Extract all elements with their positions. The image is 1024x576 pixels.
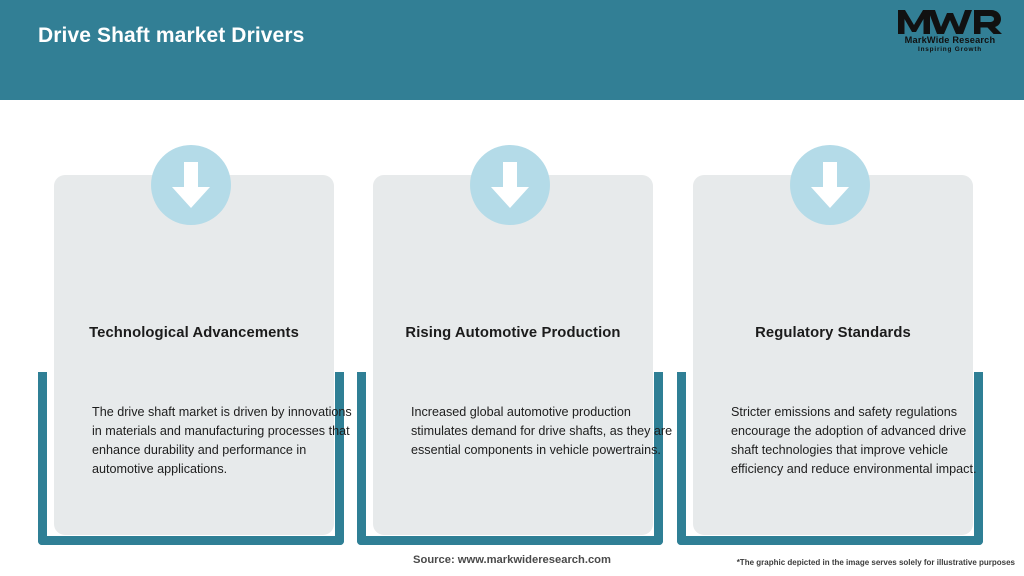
card-accent-bracket-3 <box>677 372 983 545</box>
card-panel-1: Technological Advancements The drive sha… <box>54 175 352 535</box>
driver-card-1: Technological Advancements The drive sha… <box>26 100 356 545</box>
down-arrow-glyph <box>172 162 210 208</box>
drivers-card-group: Technological Advancements The drive sha… <box>0 100 1024 545</box>
card-title-2: Rising Automotive Production <box>405 325 621 341</box>
card-panel-3: Regulatory Standards Stricter emissions … <box>693 175 976 535</box>
driver-card-3: Regulatory Standards Stricter emissions … <box>665 100 995 545</box>
source-attribution: Source: www.markwideresearch.com <box>413 554 611 566</box>
card-body-3: Stricter emissions and safety regulation… <box>731 405 977 477</box>
card-accent-bracket-2 <box>357 372 663 545</box>
card-panel-2: Rising Automotive Production Increased g… <box>373 175 672 535</box>
header-bar: Drive Shaft market Drivers MarkWide Rese… <box>0 0 1024 100</box>
down-arrow-icon-2 <box>470 145 550 225</box>
card-accent-bracket-1 <box>38 372 344 545</box>
down-arrow-glyph <box>811 162 849 208</box>
card-body-2: Increased global automotive production s… <box>411 405 673 458</box>
card-title-3: Regulatory Standards <box>755 325 911 341</box>
illustrative-disclaimer: *The graphic depicted in the image serve… <box>736 558 1015 567</box>
card-title-1: Technological Advancements <box>89 325 299 341</box>
logo-company-name: MarkWide Research <box>904 35 996 45</box>
down-arrow-glyph <box>491 162 529 208</box>
mwr-logo-icon <box>898 10 1002 34</box>
brand-logo: MarkWide Research Inspiring Growth <box>890 8 1010 60</box>
page-title: Drive Shaft market Drivers <box>38 24 305 47</box>
logo-tagline: Inspiring Growth <box>918 45 982 53</box>
driver-card-2: Rising Automotive Production Increased g… <box>345 100 675 545</box>
down-arrow-icon-3 <box>790 145 870 225</box>
down-arrow-icon-1 <box>151 145 231 225</box>
card-body-1: The drive shaft market is driven by inno… <box>92 405 352 477</box>
